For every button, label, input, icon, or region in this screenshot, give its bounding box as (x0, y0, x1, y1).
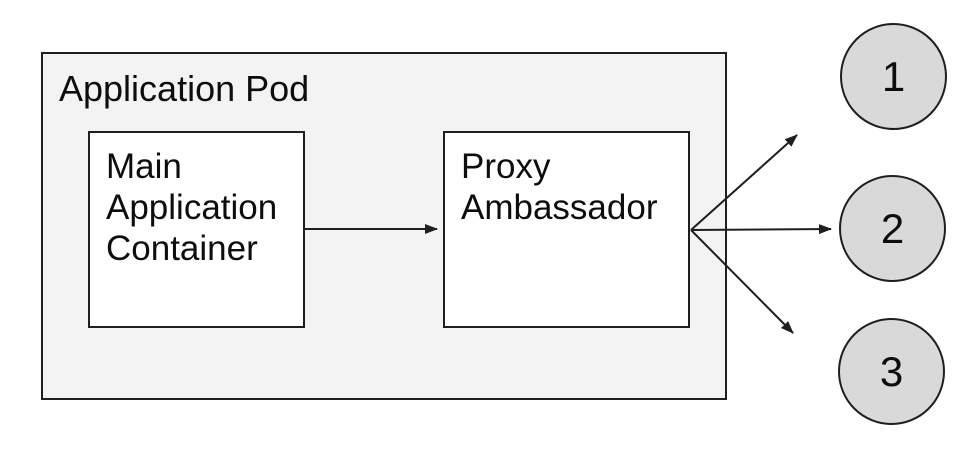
endpoint-circle-3-label: 3 (879, 347, 904, 395)
endpoint-circle-3: 3 (838, 318, 945, 425)
endpoint-circle-2-label: 2 (880, 204, 905, 252)
node-main-application-container-label: Main Application Container (106, 147, 278, 268)
node-proxy-ambassador-label: Proxy Ambassador (461, 147, 658, 227)
application-pod-label: Application Pod (59, 68, 310, 109)
endpoint-circle-1-label: 1 (881, 52, 906, 100)
node-proxy-ambassador: Proxy Ambassador (443, 131, 690, 328)
node-main-application-container: Main Application Container (88, 131, 305, 328)
endpoint-circle-2: 2 (839, 175, 946, 282)
endpoint-circle-1: 1 (840, 23, 947, 130)
